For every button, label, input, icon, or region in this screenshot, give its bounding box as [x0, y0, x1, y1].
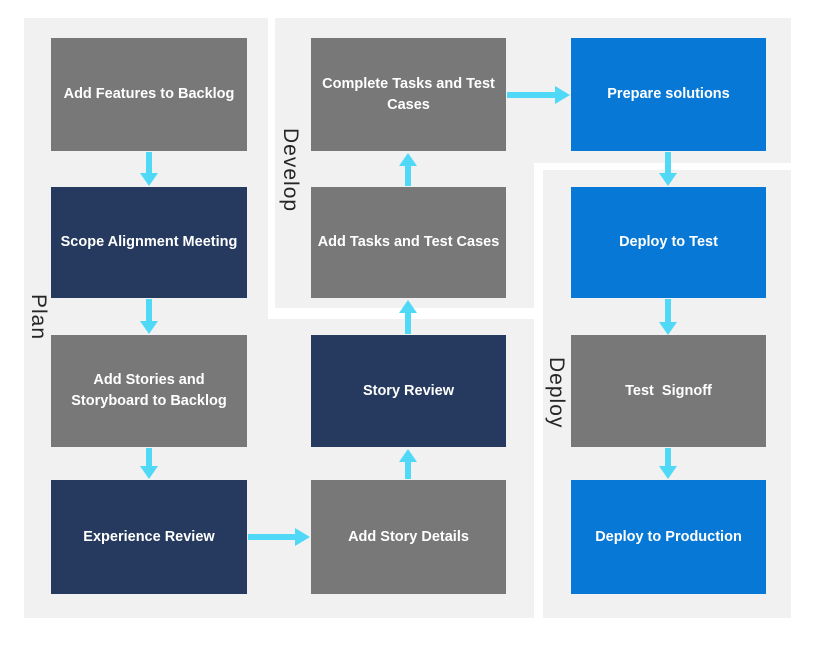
node-complete-tasks-and-test-cases: Complete Tasks and Test Cases — [311, 38, 506, 151]
arrow-up-icon — [399, 153, 417, 186]
arrow-down-icon — [140, 448, 158, 479]
node-add-tasks-and-test-cases: Add Tasks and Test Cases — [311, 187, 506, 298]
plan-lane-label: Plan — [27, 294, 50, 341]
arrow-down-icon — [140, 152, 158, 186]
arrow-head — [140, 466, 158, 479]
arrow-shaft — [665, 448, 671, 466]
arrow-head — [295, 528, 310, 546]
node-scope-alignment-meeting: Scope Alignment Meeting — [51, 187, 247, 298]
arrow-shaft — [405, 313, 411, 334]
node-prepare-solutions: Prepare solutions — [571, 38, 766, 151]
node-deploy-to-test: Deploy to Test — [571, 187, 766, 298]
node-experience-review: Experience Review — [51, 480, 247, 594]
node-add-stories-and-storyboard-to-backlog: Add Stories and Storyboard to Backlog — [51, 335, 247, 447]
node-deploy-to-production: Deploy to Production — [571, 480, 766, 594]
arrow-head — [140, 173, 158, 186]
node-add-story-details: Add Story Details — [311, 480, 506, 594]
arrow-head — [659, 173, 677, 186]
arrow-down-icon — [140, 299, 158, 334]
arrow-head — [140, 321, 158, 334]
arrow-down-icon — [659, 448, 677, 479]
arrow-head — [659, 322, 677, 335]
node-story-review: Story Review — [311, 335, 506, 447]
arrow-right-icon — [248, 528, 310, 546]
arrow-head — [555, 86, 570, 104]
arrow-head — [399, 449, 417, 462]
arrow-head — [399, 153, 417, 166]
node-add-features-to-backlog: Add Features to Backlog — [51, 38, 247, 151]
node-test-signoff: Test Signoff — [571, 335, 766, 447]
arrow-up-icon — [399, 449, 417, 479]
arrow-up-icon — [399, 300, 417, 334]
arrow-shaft — [507, 92, 555, 98]
arrow-down-icon — [659, 152, 677, 186]
arrow-shaft — [146, 448, 152, 466]
arrow-shaft — [146, 299, 152, 321]
deploy-lane-label: Deploy — [545, 357, 568, 429]
arrow-head — [659, 466, 677, 479]
arrow-shaft — [146, 152, 152, 173]
arrow-head — [399, 300, 417, 313]
arrow-right-icon — [507, 86, 570, 104]
arrow-shaft — [248, 534, 295, 540]
arrow-down-icon — [659, 299, 677, 335]
arrow-shaft — [665, 299, 671, 322]
arrow-shaft — [405, 166, 411, 186]
arrow-shaft — [665, 152, 671, 173]
develop-lane-label: Develop — [279, 128, 302, 213]
arrow-shaft — [405, 462, 411, 479]
